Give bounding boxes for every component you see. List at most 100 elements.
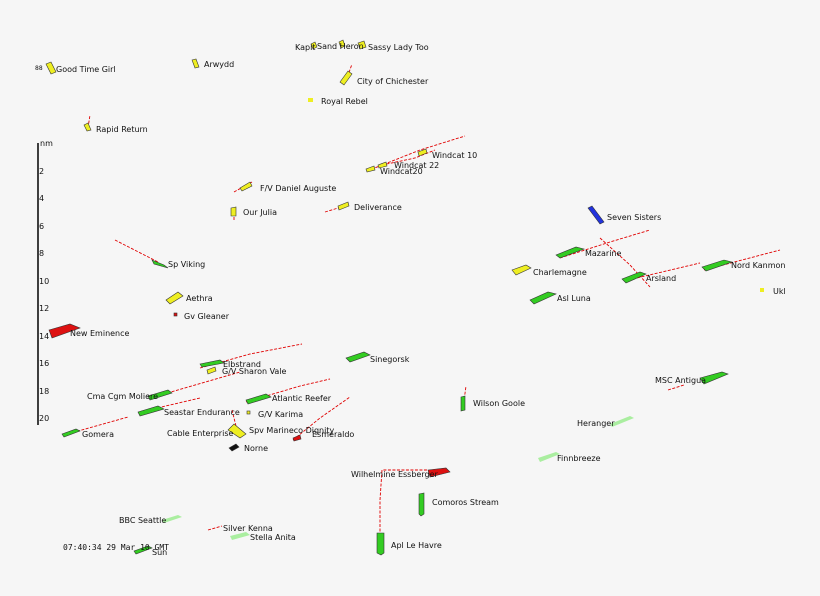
scale-tick-8: 8 [39, 249, 44, 258]
vessel-marker [239, 181, 253, 192]
vessel-marker [587, 205, 605, 225]
vessel-marker [365, 165, 376, 173]
scale-tick-16: 16 [39, 359, 49, 368]
vessel-marker [699, 371, 729, 385]
vessel-label-good-time-girl: Good Time Girl [56, 65, 116, 74]
vessel-label-sand-heron: Sand Heron [317, 42, 364, 51]
vessel-label-seven-sisters: Seven Sisters [607, 213, 661, 222]
vessel-label-comoros-stream: Comoros Stream [432, 498, 499, 507]
vessel-label-mazarine: Mazarine [585, 249, 621, 258]
vessel-label-nord-kanmon: Nord Kanmon [731, 261, 785, 270]
vessel-label-rapid-return: Rapid Return [96, 125, 148, 134]
vessel-marker [165, 291, 184, 305]
vessel-marker [357, 40, 367, 50]
vessel-marker [230, 532, 250, 540]
vessel-marker [511, 264, 532, 276]
vessel-marker [292, 434, 302, 442]
vessel-label-asl-luna: Asl Luna [557, 294, 591, 303]
scale-tick-18: 18 [39, 387, 49, 396]
vessel-label-deliverance: Deliverance [354, 203, 402, 212]
vessel-label-kapit: Kapit [295, 43, 315, 52]
vessel-label-city-of-chichester: City of Chichester [357, 77, 429, 86]
vessel-marker [529, 291, 557, 305]
vessel-marker [339, 70, 353, 86]
vessel-marker [199, 359, 225, 368]
vessel-label-windcat-10: Windcat 10 [432, 151, 477, 160]
vessel-marker [230, 206, 237, 217]
vessel-label-spv-marineco-dignity: Spv Marineco Dignity [249, 426, 334, 435]
vessel-marker [83, 122, 92, 132]
vessel-label-sinegorsk: Sinegorsk [370, 355, 410, 364]
vessel-marker [48, 323, 81, 339]
vessel-label-elbstrand: Elbstrand [223, 360, 261, 369]
vessel-label-sp-viking: Sp Viking [168, 260, 205, 269]
map-timestamp: 07:40:34 29 Mar 10 GMT [63, 543, 169, 552]
vessel-label-arsland: Arsland [646, 274, 676, 283]
vessel-label-wilhelmine-essberger: Wilhelmine Essberger [351, 470, 438, 479]
vessel-label-sun: Sun [152, 548, 167, 557]
vessel-label-stella-anita: Stella Anita [250, 533, 296, 542]
vessel-marker [555, 246, 586, 259]
vessel-marker [538, 452, 560, 462]
vessel-label-sassy-lady-too: Sassy Lady Too [368, 43, 429, 52]
vessel-label-esmeraldo: Esmeraldo [312, 430, 354, 439]
scale-tick-12: 12 [39, 304, 49, 313]
vessel-label-silver-kenna: Silver Kenna [223, 524, 273, 533]
vessel-label-seastar-endurance: Seastar Endurance [164, 408, 240, 417]
vessel-marker [610, 416, 634, 427]
vessel-marker [376, 532, 385, 556]
vessel-label-aethra: Aethra [186, 294, 213, 303]
vessel-marker [227, 423, 247, 439]
vessel-marker [147, 389, 173, 401]
vessel-label-royal-rebel: Royal Rebel [321, 97, 368, 106]
scale-tick-6: 6 [39, 222, 44, 231]
vessel-label-arwydd: Arwydd [204, 60, 234, 69]
vessel-markers: 88 [35, 39, 764, 556]
vessel-marker [173, 312, 178, 317]
vessel-label-our-julia: Our Julia [243, 208, 277, 217]
vessel-marker [245, 393, 272, 405]
scale-unit: nm [40, 139, 53, 148]
vessel-marker [621, 271, 647, 284]
vessel-id-small: 88 [35, 65, 43, 72]
vessel-label-gomera: Gomera [82, 430, 114, 439]
scale-tick-10: 10 [39, 277, 49, 286]
vessel-label-ukl: Ukl [773, 287, 786, 296]
vessel-label-new-eminence: New Eminence [70, 329, 130, 338]
vessel-marker [310, 41, 318, 50]
vessel-label-wilson-goole: Wilson Goole [473, 399, 525, 408]
vessel-label-cable-enterprise: Cable Enterprise [167, 429, 233, 438]
scale-tick-2: 2 [39, 167, 44, 176]
vessel-marker [162, 515, 182, 523]
scale-tick-4: 4 [39, 194, 44, 203]
vessel-marker [417, 148, 428, 157]
vessel-marker [337, 201, 350, 211]
vessel-label-fv-daniel-auguste: F/V Daniel Auguste [260, 184, 336, 193]
vessel-label-msc-antigua: MSC Antigua [655, 376, 706, 385]
vessel-marker [701, 259, 734, 272]
vessel-marker [191, 58, 200, 69]
vessel-marker [206, 366, 217, 375]
vessel-marker [246, 410, 251, 415]
vessel-marker [151, 259, 169, 269]
vessel-label-gv-karima: G/V Karima [258, 410, 303, 419]
vessel-marker [377, 161, 388, 169]
vessel-label-norne: Norne [244, 444, 268, 453]
vessel-marker [345, 351, 371, 363]
vessel-label-windcat20: Windcat20 [380, 167, 423, 176]
vessel-label-heranger: Heranger [577, 419, 615, 428]
vessel-marker [418, 492, 425, 517]
vessel-label-bbc-seattle: BBC Seattle [119, 516, 166, 525]
vessel-marker [228, 443, 240, 452]
distance-scale: nm 2 4 6 8 10 12 14 16 18 20 [37, 139, 53, 425]
vessel-labels: Kapit Sand Heron Sassy Lady Too Good Tim… [56, 42, 786, 557]
vessel-marker [137, 405, 165, 417]
vessel-label-atlantic-reefer: Atlantic Reefer [272, 394, 332, 403]
vessel-marker [133, 545, 153, 555]
vessel-marker [45, 61, 57, 75]
vessel-label-windcat-22: Windcat 22 [394, 161, 439, 170]
scale-tick-20: 20 [39, 414, 49, 423]
vessel-label-finnbreeze: Finnbreeze [557, 454, 601, 463]
